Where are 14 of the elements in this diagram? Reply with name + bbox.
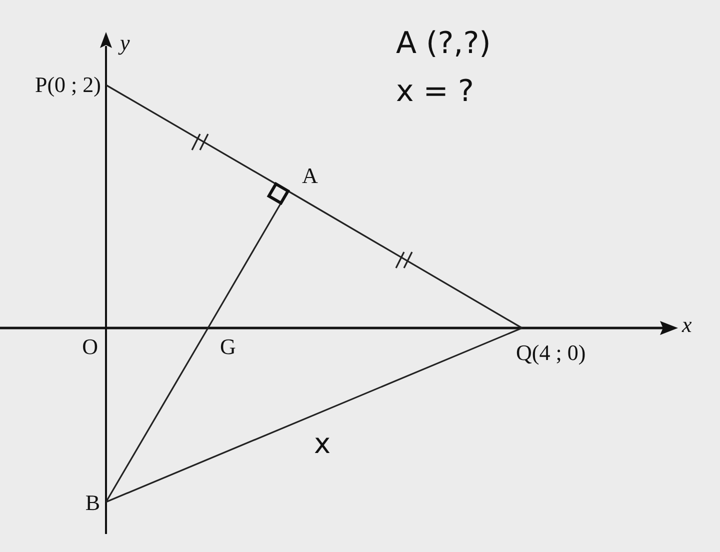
line-segment	[105, 328, 209, 502]
question-text: A (?,?)	[396, 26, 491, 61]
line-segment	[106, 327, 522, 503]
axis-label: y	[120, 30, 130, 56]
question-text: x = ?	[396, 74, 474, 109]
point-label: P(0 ; 2)	[6, 70, 106, 100]
line-segment	[288, 190, 522, 329]
point-label: G	[208, 328, 248, 364]
point-label: B	[70, 490, 106, 516]
edge-label: x	[314, 427, 331, 460]
point-label: O	[72, 328, 106, 364]
axis-label: x	[682, 312, 692, 338]
point-label: Q(4 ; 0)	[512, 328, 622, 370]
point-label: A	[288, 162, 330, 191]
